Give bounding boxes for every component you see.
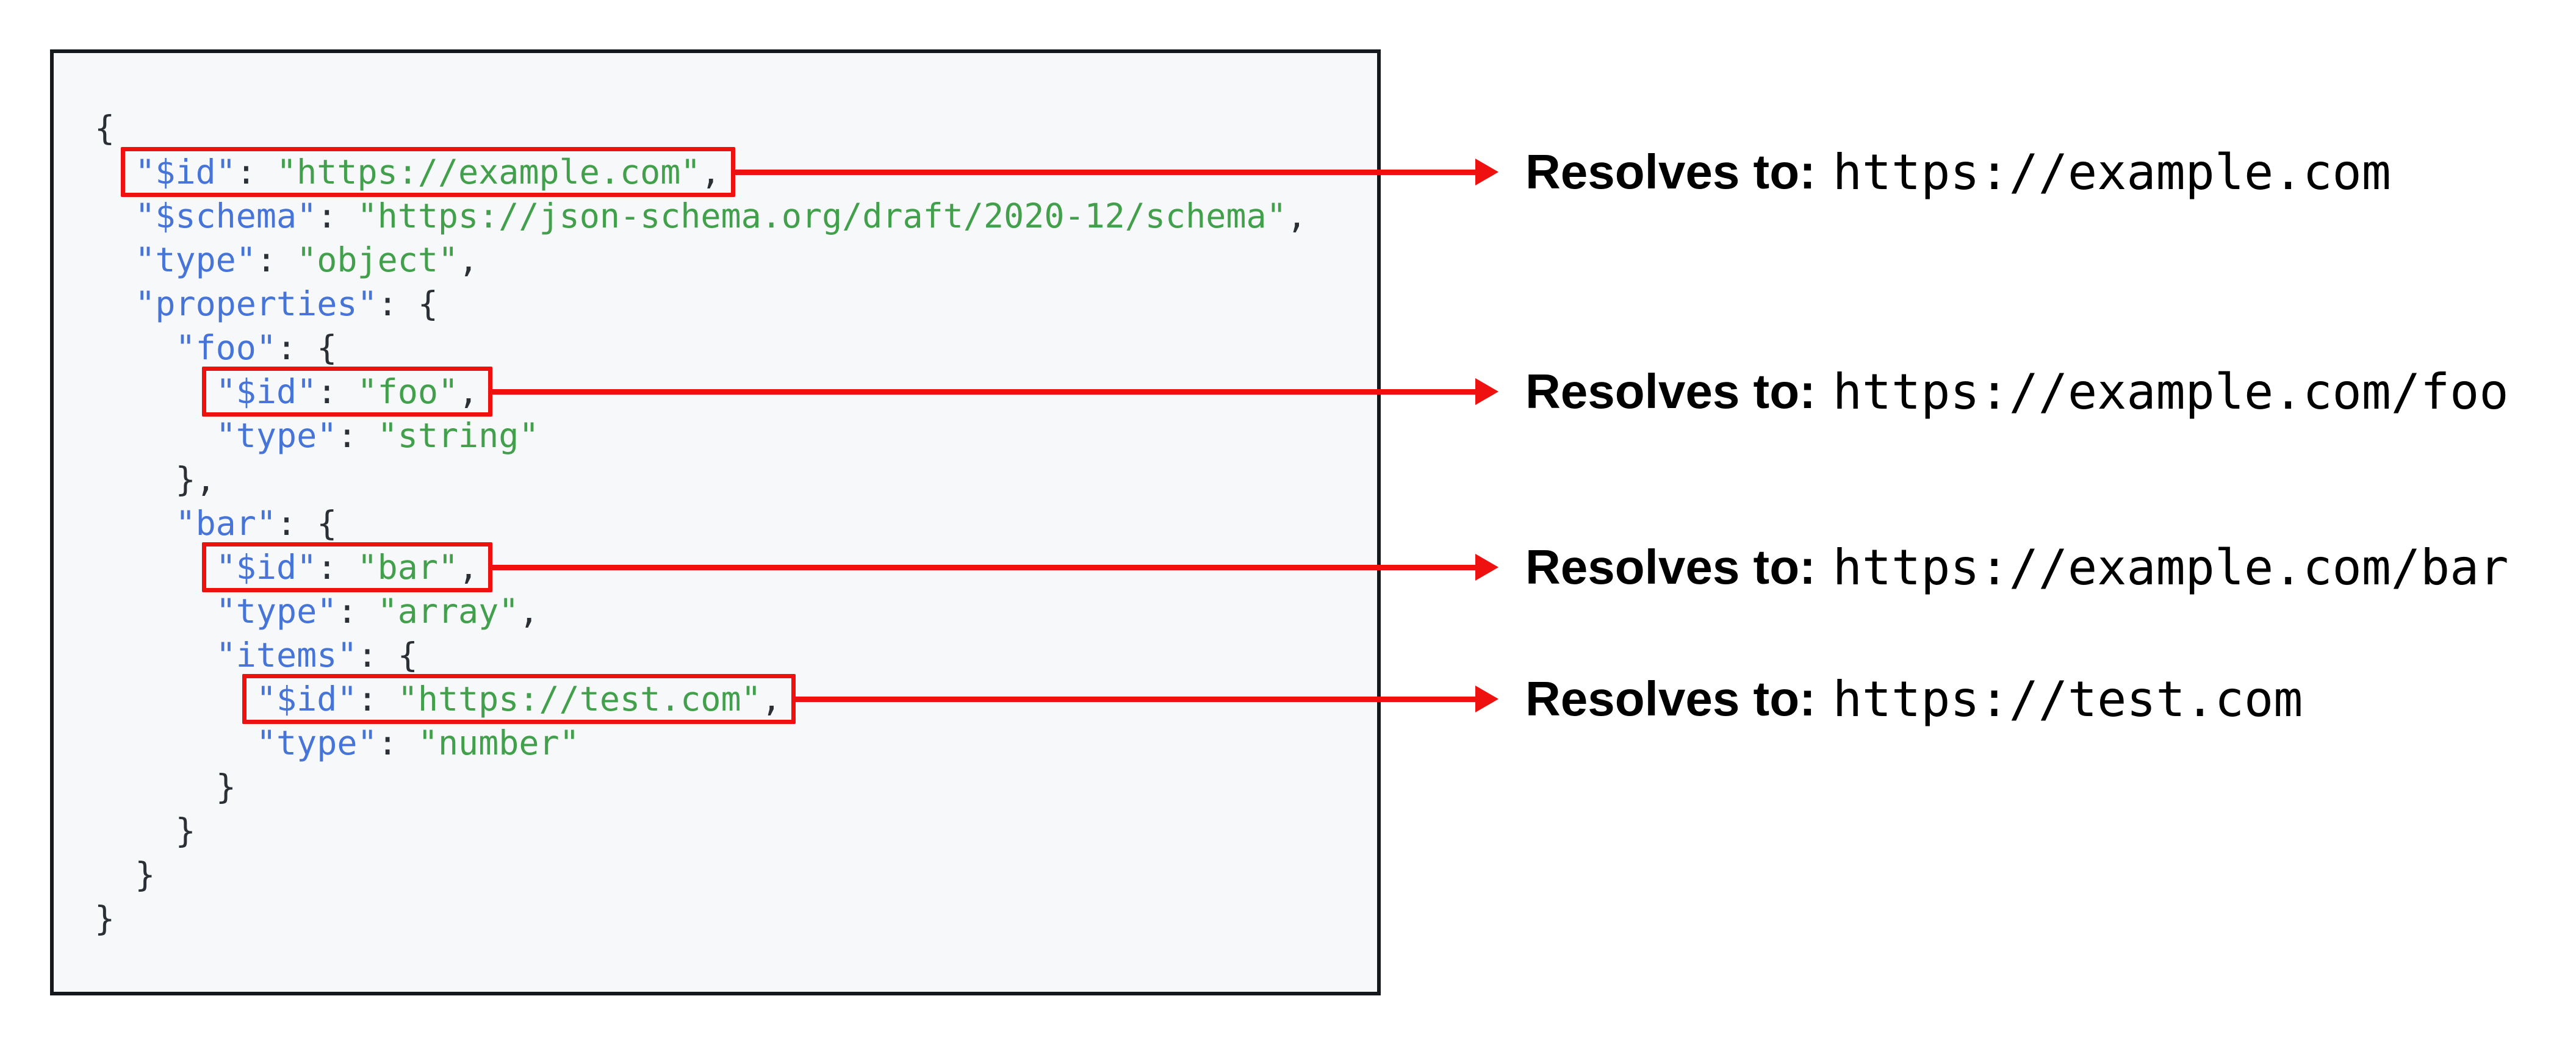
resolved-url: https://test.com — [1832, 670, 2303, 728]
code-token-pun: : { — [357, 636, 418, 675]
code-token-str: "https://json-schema.org/draft/2020-12/s… — [357, 196, 1287, 235]
resolves-to-label: Resolves to: — [1525, 364, 1816, 418]
code-token-pun: : { — [377, 284, 438, 323]
code-token-pun: : — [377, 723, 418, 762]
code-line: } — [95, 897, 1307, 941]
code-line: { — [95, 106, 1307, 150]
arrow-line — [492, 564, 1478, 570]
code-token-pun: : { — [276, 504, 337, 543]
code-line: } — [95, 853, 1307, 897]
annotation-row: Resolves to: https://example.com/foo — [1525, 361, 2508, 422]
resolved-url: https://example.com — [1832, 143, 2391, 201]
code-token-pun: : — [236, 152, 277, 192]
right-arrow-icon — [1475, 554, 1498, 581]
code-token-pun: : { — [276, 328, 337, 367]
code-line: "type": "array", — [95, 589, 1307, 633]
code-token-str: "object" — [297, 240, 459, 279]
arrow-line — [795, 696, 1478, 702]
code-token-pun: , — [700, 152, 721, 192]
arrow-line — [492, 389, 1478, 395]
code-token-str: "string" — [377, 416, 539, 455]
code-token-str: "number" — [417, 723, 580, 762]
resolved-url: https://example.com/foo — [1832, 363, 2509, 420]
resolved-url: https://example.com/bar — [1832, 539, 2509, 596]
highlight-box: "$id": "https://test.com", — [242, 674, 796, 724]
resolves-to-label: Resolves to: — [1525, 540, 1816, 594]
code-token-pun: : — [317, 372, 358, 411]
code-token-key: "type" — [135, 240, 256, 279]
code-line: "$id": "https://example.com", — [95, 147, 1307, 197]
code-token-key: "$id" — [256, 679, 358, 719]
code-token-pun: , — [458, 240, 479, 279]
code-token-key: "$id" — [215, 372, 317, 411]
code-token-pun: , — [458, 372, 479, 411]
code-token-key: "$id" — [215, 548, 317, 587]
code-line: "$id": "https://test.com", — [95, 674, 1307, 724]
code-token-pun: : — [337, 416, 378, 455]
code-line: "foo": { — [95, 326, 1307, 370]
code-token-pun: , — [1286, 196, 1307, 235]
annotation-row: Resolves to: https://example.com/bar — [1525, 537, 2508, 598]
code-line: "$id": "bar", — [95, 542, 1307, 592]
code-token-key: "foo" — [175, 328, 277, 367]
code-token-key: "type" — [256, 723, 378, 762]
code-line: "type": "string" — [95, 414, 1307, 457]
code-block: { "$id": "https://example.com", "$schema… — [95, 106, 1307, 941]
code-token-key: "$id" — [135, 152, 236, 192]
code-token-pun: : — [256, 240, 297, 279]
code-token-pun: , — [458, 548, 479, 587]
resolves-to-label: Resolves to: — [1525, 672, 1816, 726]
code-line: } — [95, 765, 1307, 809]
arrow-line — [735, 169, 1478, 175]
code-line: "type": "number" — [95, 721, 1307, 765]
code-token-key: "type" — [215, 416, 337, 455]
code-token-pun: , — [761, 679, 782, 719]
code-token-str: "bar" — [357, 548, 459, 587]
right-arrow-icon — [1475, 378, 1498, 405]
code-token-key: "$schema" — [135, 196, 317, 235]
code-line: "properties": { — [95, 282, 1307, 326]
code-token-pun: : — [357, 679, 398, 719]
code-token-pun: } — [135, 855, 156, 894]
code-panel: { "$id": "https://example.com", "$schema… — [50, 49, 1381, 995]
resolves-to-label: Resolves to: — [1525, 145, 1816, 199]
code-token-pun: } — [175, 811, 196, 850]
highlight-box: "$id": "foo", — [201, 367, 493, 417]
right-arrow-icon — [1475, 686, 1498, 712]
code-token-str: "https://test.com" — [397, 679, 761, 719]
code-line: } — [95, 809, 1307, 853]
code-line: "$id": "foo", — [95, 367, 1307, 417]
code-token-str: "https://example.com" — [276, 152, 701, 192]
code-token-key: "type" — [215, 592, 337, 631]
code-line: }, — [95, 457, 1307, 501]
code-token-pun: , — [519, 592, 539, 631]
code-token-key: "items" — [215, 636, 358, 675]
code-token-key: "properties" — [135, 284, 378, 323]
code-line: "$schema": "https://json-schema.org/draf… — [95, 194, 1307, 238]
code-token-pun: : — [317, 196, 358, 235]
right-arrow-icon — [1475, 159, 1498, 185]
code-token-pun: }, — [175, 460, 216, 499]
highlight-box: "$id": "bar", — [201, 542, 493, 592]
code-token-pun: } — [95, 899, 115, 938]
code-token-str: "array" — [377, 592, 519, 631]
annotation-row: Resolves to: https://test.com — [1525, 668, 2303, 729]
code-token-key: "bar" — [175, 504, 277, 543]
annotation-row: Resolves to: https://example.com — [1525, 142, 2391, 203]
code-line: "bar": { — [95, 501, 1307, 545]
code-token-pun: { — [95, 109, 115, 148]
code-token-pun: : — [317, 548, 358, 587]
highlight-box: "$id": "https://example.com", — [121, 147, 735, 197]
code-token-str: "foo" — [357, 372, 459, 411]
code-token-pun: : — [337, 592, 378, 631]
code-line: "items": { — [95, 633, 1307, 677]
code-token-pun: } — [215, 767, 236, 806]
code-line: "type": "object", — [95, 238, 1307, 282]
